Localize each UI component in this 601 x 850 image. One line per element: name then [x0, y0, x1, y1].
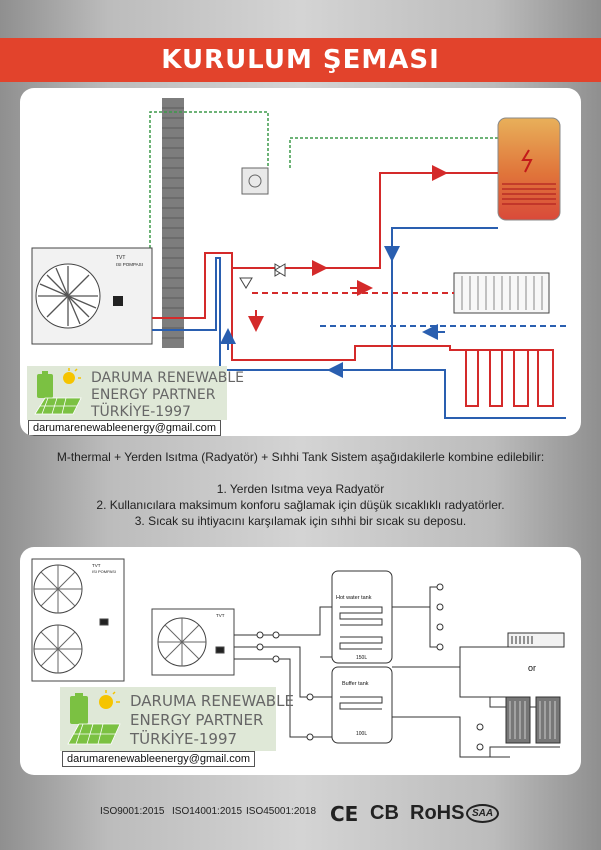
fan-coil-unit: [507, 632, 565, 648]
solar-panel-battery-icon: [67, 690, 121, 745]
certification-strip: ISO9001:2015 ISO14001:2015 ISO45001:2018…: [0, 800, 601, 828]
logo-line-2: ENERGY PARTNER: [130, 711, 264, 729]
iso-45001: ISO45001:2018: [246, 806, 317, 817]
rohs-mark-icon: RoHS: [410, 802, 465, 824]
three-way-valve: [239, 263, 286, 289]
installation-diagram: TVT ISI POMPASI: [31, 98, 566, 419]
hot-tank-label: Hot water tank: [336, 595, 372, 601]
radiator-panels: [505, 696, 561, 744]
unit-label: ISI POMPASI: [116, 262, 143, 267]
company-logo: DARUMA RENEWABLE ENERGY PARTNER TÜRKİYE-…: [27, 366, 244, 420]
hot-water-tank: [331, 570, 393, 664]
buffer-tank-capacity: 100L: [356, 731, 367, 737]
unit-brand: TVT: [116, 255, 125, 261]
saa-mark-icon: SAA: [466, 804, 500, 823]
or-label: or: [528, 663, 536, 673]
buffer-tank-label: Buffer tank: [342, 681, 369, 687]
schematic-valves: [256, 583, 484, 751]
single-fan-heat-pump: [151, 608, 235, 676]
dual-fan-heat-pump: [31, 558, 125, 682]
logo-line-2: ENERGY PARTNER: [91, 387, 216, 403]
brick-wall: [162, 98, 184, 348]
cold-water-pipes: [152, 227, 566, 419]
hot-tank-capacity: 150L: [356, 655, 367, 661]
logo-line-1: DARUMA RENEWABLE: [130, 692, 294, 710]
description-item-3: 3. Sıcak su ihtiyacını karşılamak için s…: [134, 514, 467, 528]
ce-mark-icon: CE: [330, 802, 359, 826]
solar-panel-battery-icon: [34, 368, 82, 415]
title-banner: KURULUM ŞEMASI: [0, 38, 601, 82]
description-item-2: 2. Kullanıcılara maksimum konforu sağlam…: [96, 498, 505, 512]
installation-diagram-panel: TVT ISI POMPASI: [20, 88, 581, 436]
logo-line-1: DARUMA RENEWABLE: [91, 370, 244, 386]
buffer-tank: [331, 666, 393, 744]
radiator: [453, 272, 550, 314]
dhw-tank: [497, 117, 561, 221]
technical-schematic-panel: TVT ISI POMPASI TVT: [20, 547, 581, 775]
heat-pump-unit: [31, 247, 153, 345]
technical-schematic: TVT ISI POMPASI TVT: [31, 558, 565, 758]
iso-9001: ISO9001:2015: [100, 806, 165, 817]
control-wiring: [149, 111, 498, 263]
contact-email[interactable]: darumarenewableenergy@gmail.com: [28, 420, 221, 436]
thermostat-icon: [241, 167, 269, 195]
iso-14001: ISO14001:2015: [172, 806, 243, 817]
contact-email[interactable]: darumarenewableenergy@gmail.com: [62, 751, 255, 767]
unit-brand-2: TVT: [216, 613, 225, 618]
cb-mark-icon: CB: [370, 802, 399, 824]
company-logo: DARUMA RENEWABLE ENERGY PARTNER TÜRKİYE-…: [60, 687, 294, 751]
description-item-1: 1. Yerden Isıtma veya Radyatör: [216, 482, 385, 496]
logo-line-3: TÜRKİYE-1997: [91, 404, 191, 420]
unit-brand: TVT: [92, 563, 101, 568]
page-title: KURULUM ŞEMASI: [161, 45, 440, 75]
unit-label: ISI POMPASI: [92, 569, 116, 574]
description-intro: M-thermal + Yerden Isıtma (Radyatör) + S…: [56, 450, 545, 464]
logo-line-3: TÜRKİYE-1997: [130, 730, 238, 748]
